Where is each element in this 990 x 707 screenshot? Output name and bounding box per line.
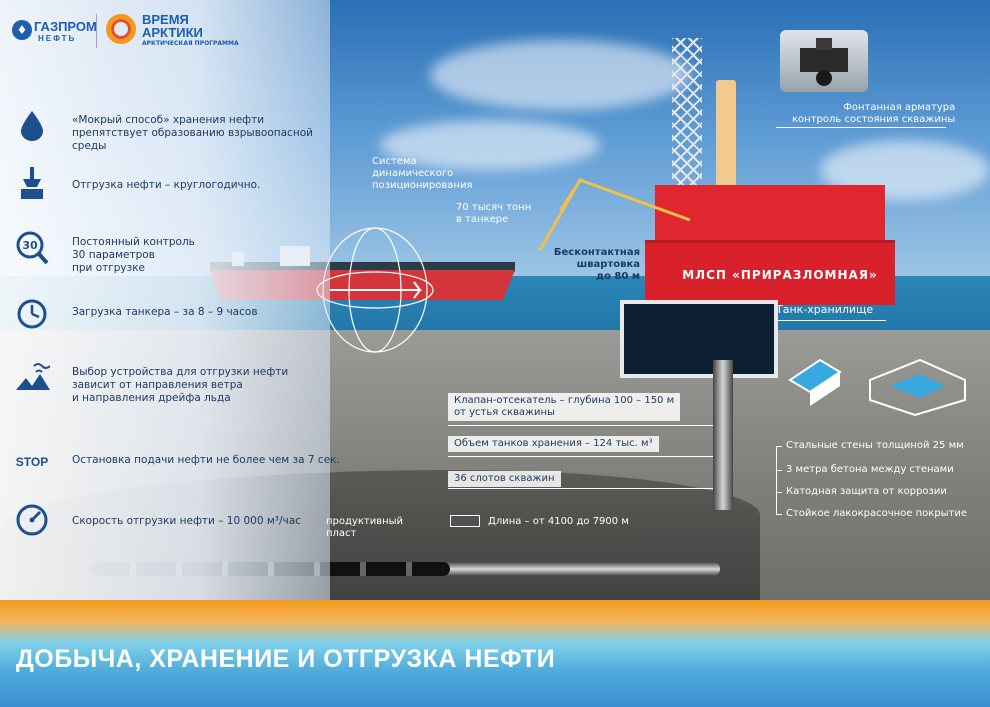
tank-feature-item: Катодная защита от коррозии [786,486,947,497]
storage-volume-leader [448,456,713,457]
arctic-logo-title-line2: АРКТИКИ [142,25,203,40]
logo-bar: ♦ ГАЗПРОМ НЕФТЬ ВРЕМЯ АРКТИКИ АРКТИЧЕСКА… [0,0,330,60]
tank-feature-item: Стойкое лакокрасочное покрытие [786,508,968,519]
arctic-logo-title: ВРЕМЯ АРКТИКИ [142,13,203,39]
crane-hook-icon [14,166,50,202]
fountain-fittings-inset [780,30,868,92]
stop-icon: STOP [15,455,49,469]
fountain-fittings-label: Фонтанная арматура контроль состояния ск… [792,102,956,125]
left-info-panel [0,0,330,600]
storage-tank-leader [776,320,886,321]
gazprom-logo-name: ГАЗПРОМ [34,19,97,34]
tanker-deck [210,262,515,272]
cutoff-valve-leader [448,425,713,426]
flare-tower [716,80,736,190]
arctic-logo-sub: АРКТИЧЕСКАЯ ПРОГРАММА [142,40,239,47]
feature-text: Выбор устройства для отгрузки нефти зави… [72,366,289,404]
speedometer-icon [14,502,50,538]
tank-feature-tick [776,446,782,447]
arctic-rings-icon [106,14,136,44]
productive-layer-label: продуктивный пласт [326,516,404,539]
droplet-icon [14,108,50,144]
feature-text: Загрузка танкера – за 8 – 9 часов [72,306,258,318]
well-pipe-vertical [713,360,733,510]
storage-tank [620,300,778,378]
wind-waves-icon [14,360,50,396]
cutoff-valve-label: Клапан-отсекатель – глубина 100 – 150 м … [448,393,681,421]
cloud [380,120,600,170]
ruler-icon [450,515,480,527]
platform-name: МЛСП «ПРИРАЗЛОМНАЯ» [682,268,878,282]
clock-icon [14,296,50,332]
length-label: Длина – от 4100 до 7900 м [488,516,629,527]
tank-feature-item: 3 метра бетона между стенами [786,464,954,475]
wellhead-icon [800,38,848,86]
tank-feature-tick [776,514,782,515]
page-title: ДОБЫЧА, ХРАНЕНИЕ И ОТГРУЗКА НЕФТИ [16,645,556,673]
tank-feature-bracket [776,446,777,514]
well-slots-label: 36 слотов скважин [448,471,561,487]
magnifier-30-icon: 30 [14,230,50,266]
tank-structure-icons [788,358,966,417]
tanker-capacity-label: 70 тысяч тонн в танкере [456,202,532,225]
contactless-mooring-label: Бесконтактная швартовка до 80 м [553,247,640,282]
storage-tank-label: Танк-хранилище [776,303,874,316]
positioning-system-label: Система динамического позиционирования [372,156,473,191]
cloud [430,40,690,110]
feature-text: Постоянный контроль 30 параметров при от… [72,236,195,274]
storage-volume-label: Объем танков хранения – 124 тыс. м³ [448,436,659,452]
feature-text: Отгрузка нефти – круглогодично. [72,179,261,191]
gazprom-flame-icon: ♦ [12,20,32,40]
tank-feature-tick [776,470,782,471]
bottom-wave-band [0,600,990,707]
feature-text: Остановка подачи нефти не более чем за 7… [72,454,340,466]
arctic-logo-title-line1: ВРЕМЯ [142,12,189,27]
well-slots-leader [448,488,713,489]
feature-text: «Мокрый способ» хранения нефти препятств… [72,114,313,152]
drilling-derrick [672,38,702,188]
tank-feature-tick [776,492,782,493]
magnifier-number: 30 [22,239,38,252]
platform-hull [645,240,895,305]
feature-text: Скорость отгрузки нефти – 10 000 м³/час [72,515,301,527]
logo-divider [96,14,97,48]
fountain-fittings-leader [776,127,946,128]
platform-upper-deck [655,185,885,243]
gazprom-logo-sub: НЕФТЬ [38,34,77,43]
mooring-crane [538,178,691,251]
tank-feature-item: Стальные стены толщиной 25 мм [786,440,964,451]
